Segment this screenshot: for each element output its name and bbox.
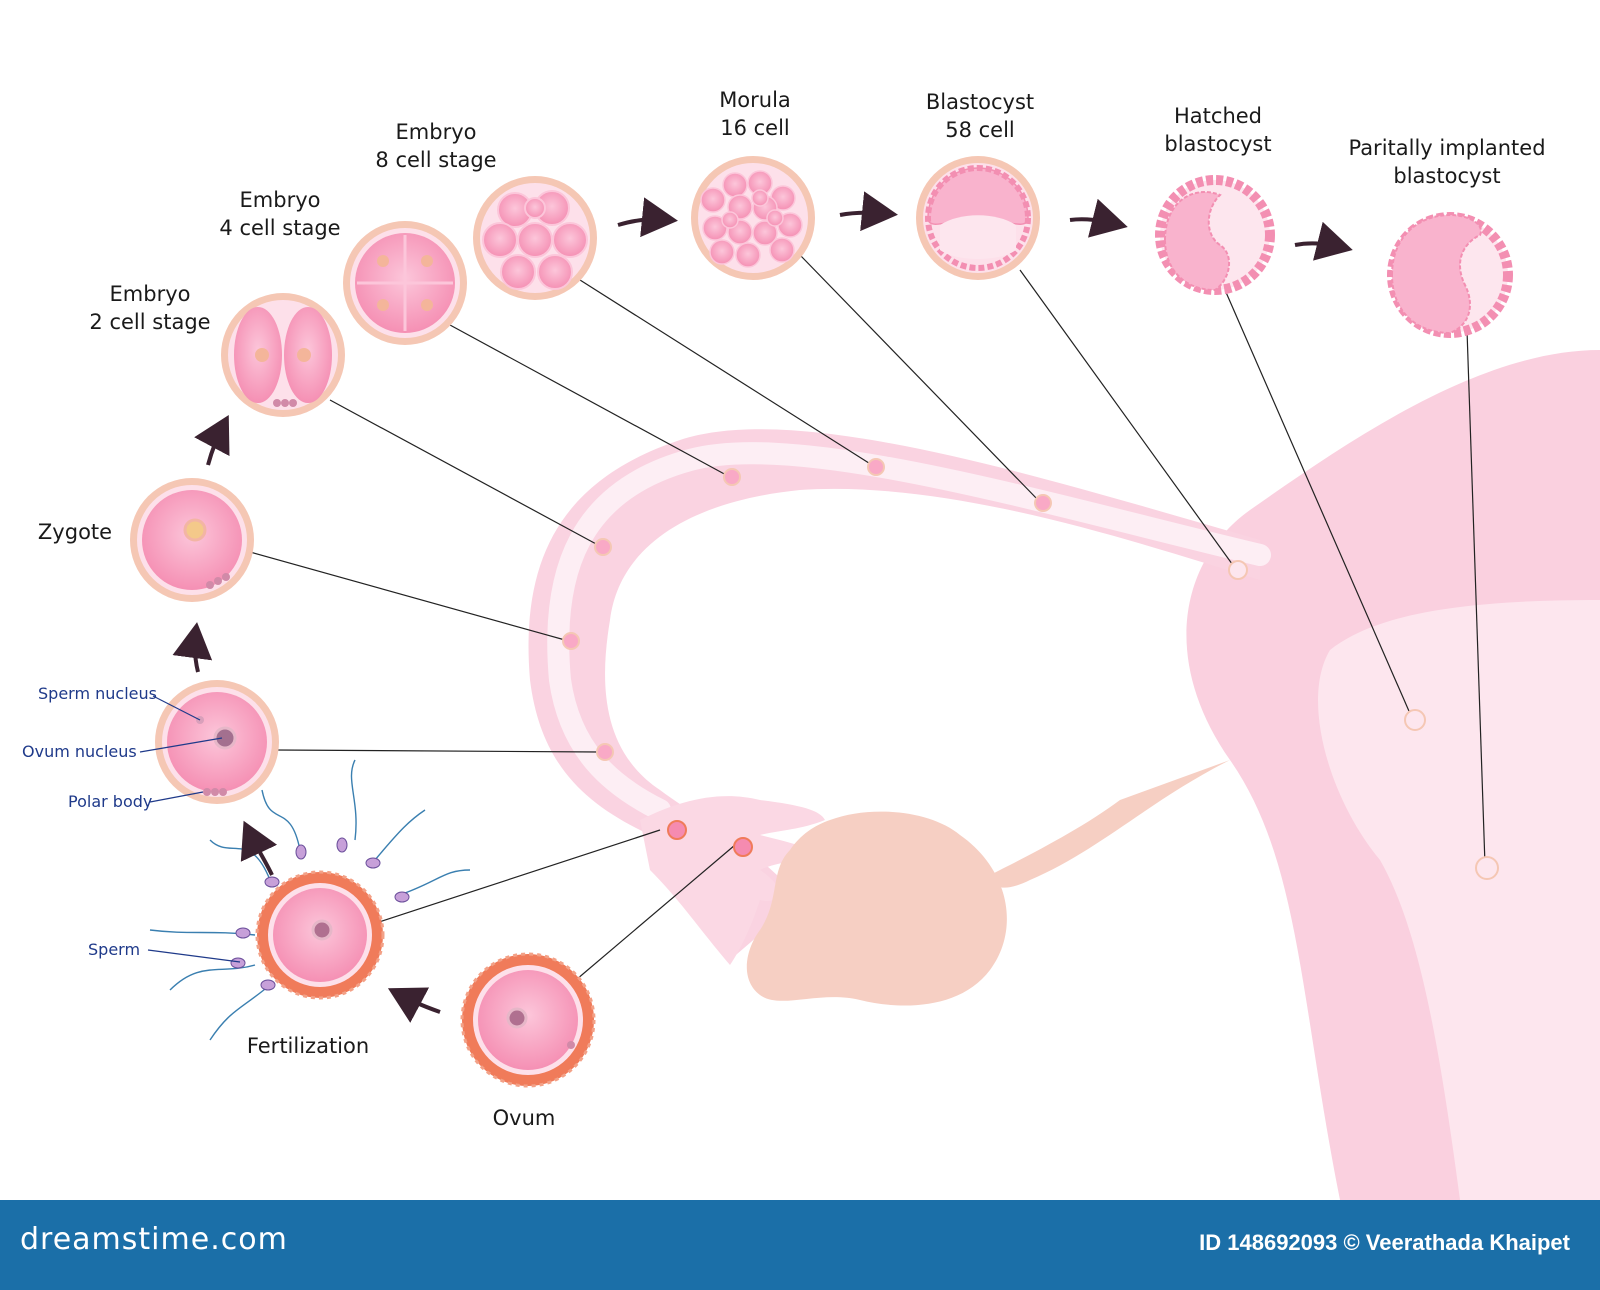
label-implanted-line1: Paritally implanted [1348,136,1546,160]
ovum-cell [460,952,596,1088]
blastocyst-cell [916,156,1040,280]
embryo-4-cell [343,221,467,345]
label-blastocyst-line2: 58 cell [945,118,1015,142]
label-embryo-2-cell: Embryo 2 cell stage [89,280,210,336]
label-embryo-4-line2: 4 cell stage [219,216,341,240]
image-credit: ID 148692093 © Veerathada Khaipet [1199,1230,1570,1255]
label-ovum-text: Ovum [492,1106,556,1130]
label-blastocyst-line1: Blastocyst [925,90,1035,114]
label-zygote-text: Zygote [37,520,113,544]
leader-lines [249,254,1486,986]
morula-cell [691,156,815,280]
label-implanted-blastocyst: Paritally implanted blastocyst [1348,134,1545,190]
label-hatched-blastocyst: Hatched blastocyst [1164,102,1271,158]
fertilization-implantation-diagram [130,156,1600,1200]
label-embryo-2-line1: Embryo [109,282,191,306]
label-sperm-nucleus: Sperm nucleus [38,684,157,703]
label-morula-line1: Morula [719,88,791,112]
label-embryo-8-line2: 8 cell stage [375,148,497,172]
label-hatched-line1: Hatched [1174,104,1262,128]
label-zygote: Zygote [38,518,112,546]
label-fertilization-text: Fertilization [246,1034,370,1058]
label-embryo-8-cell: Embryo 8 cell stage [375,118,496,174]
label-ovum-nucleus: Ovum nucleus [22,742,137,761]
fertilized-ovum-cell [155,680,279,804]
uterus [1186,350,1600,1200]
fertilization-cell [149,759,471,1041]
embryo-2-cell [221,293,345,417]
ovary [746,760,1230,1006]
label-sperm: Sperm [88,940,141,959]
embryo-8-cell [473,176,597,300]
label-implanted-line2: blastocyst [1393,164,1501,188]
progression-arrows [172,191,1353,1023]
brand-logo[interactable]: dreamstime.com [20,1222,288,1257]
stock-footer-bar: dreamstime.com ID 148692093 © Veerathada… [0,1200,1600,1290]
label-polar-body: Polar body [68,792,153,811]
label-embryo-8-line1: Embryo [395,120,477,144]
label-fertilization: Fertilization [247,1032,369,1060]
hatched-blastocyst-cell [1155,175,1275,295]
part-pointer-lines [139,695,241,963]
implanted-blastocyst-cell [1387,212,1513,338]
label-blastocyst: Blastocyst 58 cell [926,88,1034,144]
fallopian-tube [528,429,1271,965]
label-ovum: Ovum [493,1104,556,1132]
label-embryo-2-line2: 2 cell stage [89,310,211,334]
label-morula: Morula 16 cell [719,86,791,142]
label-hatched-line2: blastocyst [1164,132,1272,156]
label-embryo-4-line1: Embryo [239,188,321,212]
zygote-cell [130,478,254,602]
label-embryo-4-cell: Embryo 4 cell stage [219,186,340,242]
tube-cells [562,458,1499,880]
label-morula-line2: 16 cell [720,116,790,140]
